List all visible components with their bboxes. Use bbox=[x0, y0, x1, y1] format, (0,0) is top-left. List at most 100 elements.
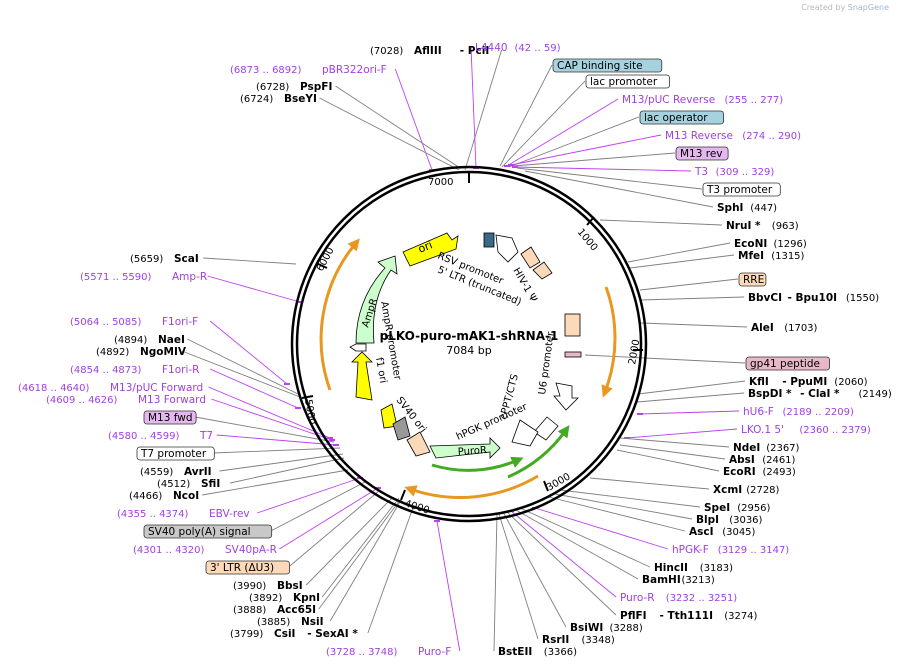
label-rre: RRE bbox=[738, 272, 767, 287]
label-name-m13fwd: M13 fwd bbox=[148, 412, 193, 424]
tick-label-5000: 5000 bbox=[302, 399, 317, 426]
label-pos-spei: (2956) bbox=[737, 503, 770, 514]
label-xcmi: XcmI(2728) bbox=[713, 484, 780, 496]
f1ori-feature: f1 ori bbox=[351, 351, 388, 401]
ori-label: ori bbox=[416, 238, 434, 255]
leader-m13pucf bbox=[208, 386, 331, 439]
leader-nrui bbox=[599, 219, 723, 226]
leader-t3 bbox=[514, 166, 692, 172]
label-pos-avrii: (4559) bbox=[140, 467, 173, 478]
label-pos-ampr_p: (5571 .. 5590) bbox=[80, 272, 152, 283]
leader-sv40polya bbox=[270, 481, 366, 532]
label-box-gp41 bbox=[745, 356, 830, 371]
label-name-m13revbox: M13 rev bbox=[680, 148, 723, 160]
label-name-ecori: EcoRI bbox=[723, 466, 756, 478]
label-extra-kfli: - PpuMI bbox=[782, 376, 827, 388]
label-name-bsiwi: BsiWI bbox=[570, 622, 603, 634]
label-name-kfli: KflI bbox=[749, 376, 769, 388]
leader-f1orif bbox=[209, 320, 288, 385]
label-name-pbr322: pBR322ori-F bbox=[322, 64, 387, 76]
label-pos-ecori: (2493) bbox=[763, 467, 796, 478]
label-name-bspdi: BspDI * bbox=[748, 388, 792, 400]
label-spei: SpeI (2956) bbox=[704, 502, 771, 514]
label-pos-bbvci: (1550) bbox=[846, 293, 879, 304]
label-m13pucf: (4618 .. 4640)M13/pUC Forward bbox=[18, 382, 203, 394]
label-name-nsii: NsiI bbox=[301, 616, 324, 628]
label-name-lacop: lac operator bbox=[644, 112, 708, 124]
label-name-l4440: L4440 bbox=[475, 42, 508, 54]
leader-csii bbox=[367, 504, 415, 634]
label-ncoi: (4466)NcoI bbox=[129, 490, 199, 502]
label-pos-csii: (3799) bbox=[230, 629, 263, 640]
orf-arc-bottom bbox=[404, 474, 539, 499]
ori-feature: ori bbox=[402, 232, 459, 267]
label-pos-pflfi: (3274) bbox=[724, 611, 757, 622]
label-sphi: SphI(447) bbox=[717, 202, 777, 214]
leader-purorp bbox=[510, 510, 617, 598]
leader-lko1 bbox=[626, 428, 738, 439]
label-name-cap: CAP binding site bbox=[557, 60, 643, 72]
label-pos-ngomiv: (4892) bbox=[96, 347, 129, 358]
leader-bsiwi bbox=[502, 511, 567, 628]
label-pos-m13pucf: (4618 .. 4640) bbox=[18, 383, 90, 394]
label-rsrii: RsrII(3348) bbox=[542, 634, 615, 646]
leader-purof bbox=[436, 520, 461, 652]
label-pos-pspfi: (6728) bbox=[256, 82, 289, 93]
label-name-bsteii: BstEII bbox=[498, 646, 532, 658]
label-name-csii: CsiI bbox=[274, 628, 295, 640]
tick-label-7000: 7000 bbox=[428, 177, 453, 188]
label-name-rsrii: RsrII bbox=[542, 634, 569, 646]
leader-m13rev bbox=[510, 134, 662, 166]
label-lko1: LKO.1 5'(2360 .. 2379) bbox=[741, 424, 871, 436]
label-f1orir: (4854 .. 4873)F1ori-R bbox=[70, 364, 199, 376]
label-pos-kfli: (2060) bbox=[834, 377, 867, 388]
label-sv40par: (4301 .. 4320)SV40pA-R bbox=[133, 544, 277, 556]
label-name-mfei: MfeI bbox=[738, 250, 764, 262]
label-pbr322: (6873 .. 6892)pBR322ori-F bbox=[230, 64, 387, 76]
leader-sfii bbox=[230, 457, 345, 484]
leader-rre bbox=[639, 278, 739, 291]
label-pos-asci: (3045) bbox=[722, 527, 755, 538]
label-nrui: NruI *(963) bbox=[726, 220, 799, 232]
label-name-bbvci: BbvCI bbox=[748, 292, 782, 304]
label-lacop: lac operator bbox=[639, 110, 724, 125]
leader-ecori bbox=[616, 449, 720, 472]
label-name-sv40polya: SV40 poly(A) signal bbox=[148, 526, 251, 538]
label-name-pspfi: PspFI bbox=[300, 81, 332, 93]
label-kpni: (3892) KpnI bbox=[249, 592, 320, 604]
snapgene-logo: SnapGene bbox=[847, 3, 889, 12]
f1ori-label: f1 ori bbox=[373, 357, 388, 385]
plasmid-length: 7084 bp bbox=[446, 344, 491, 357]
label-m13rev: M13 Reverse(274 .. 290) bbox=[665, 130, 801, 142]
leader-absi bbox=[619, 444, 726, 460]
leader-spei bbox=[559, 489, 701, 508]
label-kfli: KflI - PpuMI (2060) bbox=[749, 376, 868, 388]
label-pos-kpni: (3892) bbox=[249, 593, 282, 604]
label-pos-afliii: (7028) bbox=[370, 46, 403, 57]
leader-avrii bbox=[219, 453, 344, 472]
label-pos-mfei: (1315) bbox=[771, 251, 804, 262]
label-box-cap bbox=[552, 58, 663, 73]
label-name-ngomiv: NgoMIV bbox=[140, 346, 187, 358]
label-ndei: NdeI(2367) bbox=[733, 442, 800, 454]
label-name-bseyi: BseYI bbox=[284, 93, 317, 105]
label-purorp: Puro-R(3232 .. 3251) bbox=[620, 592, 737, 604]
label-pspfi: (6728) PspFI bbox=[256, 81, 332, 93]
leader-scai bbox=[203, 257, 297, 265]
label-pos-lko1: (2360 .. 2379) bbox=[799, 425, 871, 436]
label-name-gp41: gp41 peptide bbox=[750, 358, 820, 370]
sv40ori-feature: SV40 ori bbox=[380, 395, 431, 457]
label-name-kpni: KpnI bbox=[293, 592, 320, 604]
u6-feature: U6 promoter bbox=[533, 330, 579, 441]
label-box-lacprom bbox=[585, 74, 670, 89]
label-bspdi: BspDI *- ClaI *(2149) bbox=[748, 388, 892, 400]
label-ltr3: 3' LTR (ΔU3) bbox=[205, 560, 290, 575]
label-alei: AleI(1703) bbox=[751, 322, 818, 334]
label-extra-csii: - SexAI * bbox=[307, 628, 358, 640]
label-name-spei: SpeI bbox=[704, 502, 730, 514]
label-pos-hincii: (3183) bbox=[700, 563, 733, 574]
label-cap: CAP binding site bbox=[552, 58, 663, 73]
label-lacprom: lac promoter bbox=[585, 74, 670, 89]
leader-nsii bbox=[329, 499, 402, 622]
tick-label-2000: 2000 bbox=[627, 339, 642, 366]
